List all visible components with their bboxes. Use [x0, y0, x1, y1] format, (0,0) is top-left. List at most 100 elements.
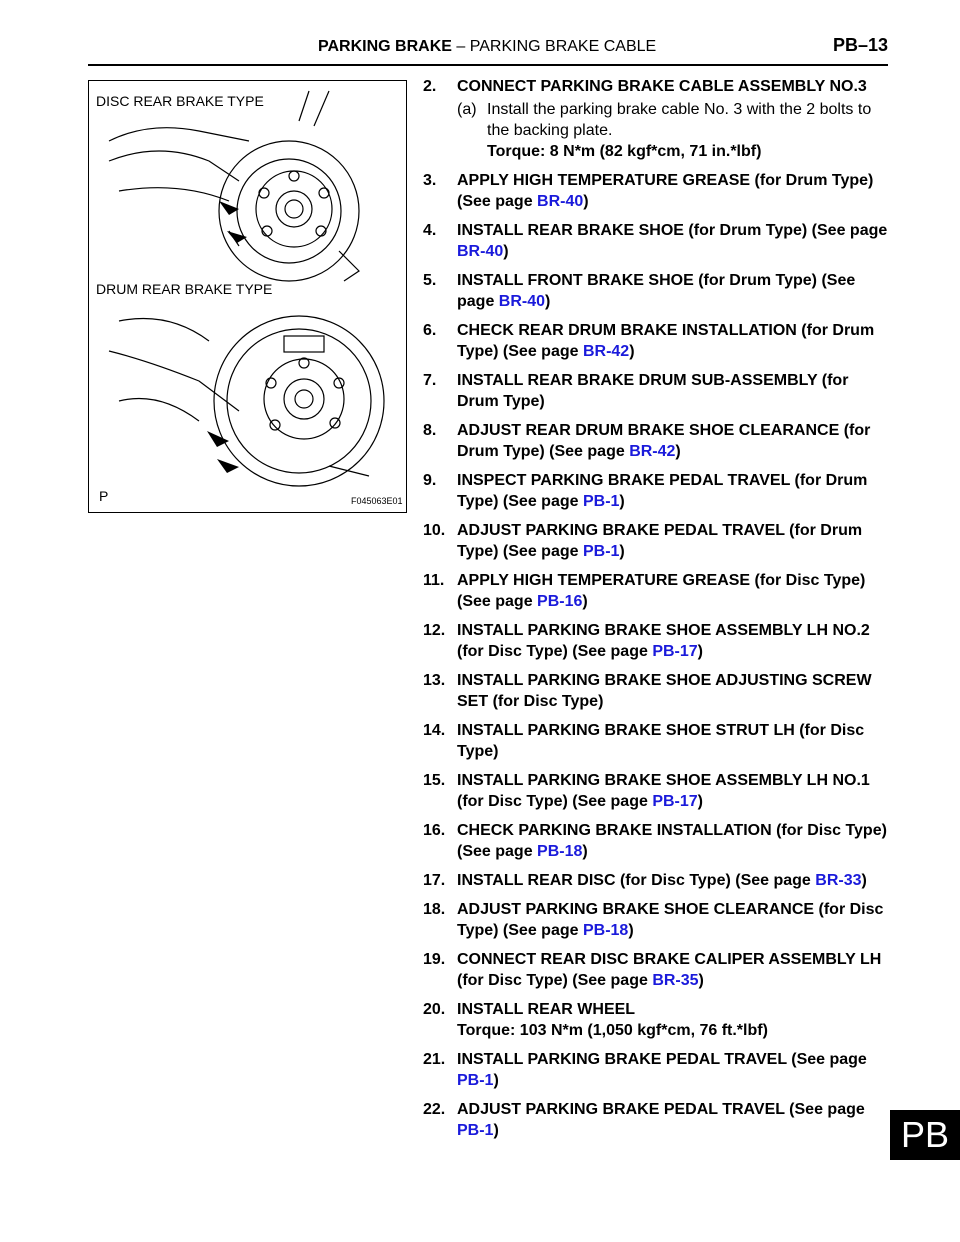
step-number: 8.	[423, 422, 437, 439]
page-link[interactable]: PB-1	[582, 493, 620, 510]
figure-corner-letter: P	[99, 488, 109, 504]
step-text: APPLY HIGH TEMPERATURE GREASE (for Disc …	[457, 572, 866, 610]
step-text: INSTALL REAR WHEEL	[457, 1001, 636, 1018]
step-number: 6.	[423, 322, 437, 339]
step-number: 11.	[423, 572, 445, 589]
page-link[interactable]: BR-40	[498, 293, 546, 310]
page-link[interactable]: PB-18	[537, 843, 583, 860]
header-title: PARKING BRAKE – PARKING BRAKE CABLE	[318, 38, 656, 56]
page-link[interactable]: BR-42	[629, 443, 676, 460]
step-suffix: )	[697, 793, 703, 810]
step-suffix: )	[861, 872, 867, 889]
step-suffix: )	[675, 443, 681, 460]
page-link[interactable]: BR-33	[815, 872, 862, 889]
step-suffix: )	[493, 1122, 499, 1139]
page-link[interactable]: PB-16	[537, 593, 583, 610]
step-7: 7. INSTALL REAR BRAKE DRUM SUB-ASSEMBLY (…	[423, 370, 893, 412]
step-9: 9. INSPECT PARKING BRAKE PEDAL TRAVEL (fo…	[423, 470, 893, 512]
step-20: 20. INSTALL REAR WHEEL Torque: 103 N*m (1,…	[423, 999, 893, 1041]
page-link[interactable]: PB-1	[582, 543, 620, 560]
step-suffix: )	[628, 922, 634, 939]
step-19: 19. CONNECT REAR DISC BRAKE CALIPER ASSEM…	[423, 949, 893, 991]
page-header: PARKING BRAKE – PARKING BRAKE CABLE PB–1…	[88, 30, 888, 66]
step-suffix: )	[619, 493, 625, 510]
step-text: INSTALL PARKING BRAKE SHOE ADJUSTING SCR…	[457, 672, 872, 710]
substep-number: (a)	[457, 101, 477, 118]
page-link[interactable]: BR-40	[457, 243, 504, 260]
step-6: 6. CHECK REAR DRUM BRAKE INSTALLATION (fo…	[423, 320, 893, 362]
step-text: CHECK PARKING BRAKE INSTALLATION (for Di…	[457, 822, 887, 860]
figure-code: F045063E01	[351, 496, 403, 506]
step-18: 18.ADJUST PARKING BRAKE SHOE CLEARANCE (…	[423, 899, 893, 941]
step-5: 5.INSTALL FRONT BRAKE SHOE (for Drum Typ…	[423, 270, 893, 312]
brake-illustration: DISC REAR BRAKE TYPE DRUM REAR BRAKE TYP…	[88, 80, 407, 513]
step-text: INSTALL PARKING BRAKE SHOE STRUT LH (for…	[457, 722, 865, 760]
torque-spec: Torque: 103 N*m (1,050 kgf*cm, 76 ft.*lb…	[457, 1022, 768, 1039]
step-number: 9.	[423, 472, 437, 489]
step-10: 10. ADJUST PARKING BRAKE PEDAL TRAVEL (fo…	[423, 520, 893, 562]
step-22: 22. ADJUST PARKING BRAKE PEDAL TRAVEL (Se…	[423, 1099, 893, 1141]
step-number: 14.	[423, 722, 446, 739]
step-text: INSTALL REAR BRAKE DRUM SUB-ASSEMBLY (fo…	[457, 372, 849, 410]
step-text: ADJUST PARKING BRAKE PEDAL TRAVEL (for D…	[457, 522, 863, 560]
step-number: 20.	[423, 1001, 446, 1018]
step-16: 16.CHECK PARKING BRAKE INSTALLATION (for…	[423, 820, 893, 862]
step-11: 11. APPLY HIGH TEMPERATURE GREASE (for Di…	[423, 570, 893, 612]
step-text: CHECK REAR DRUM BRAKE INSTALLATION (for …	[457, 322, 875, 360]
figure-label-drum: DRUM REAR BRAKE TYPE	[96, 281, 273, 297]
step-number: 7.	[423, 372, 437, 389]
step-4: 4. INSTALL REAR BRAKE SHOE (for Drum Type…	[423, 220, 893, 262]
step-suffix: )	[493, 1072, 499, 1089]
step-number: 2.	[423, 78, 437, 95]
page-link[interactable]: BR-42	[582, 343, 630, 360]
step-13: 13. INSTALL PARKING BRAKE SHOE ADJUSTING …	[423, 670, 893, 712]
torque-spec: Torque: 8 N*m (82 kgf*cm, 71 in.*lbf)	[487, 143, 762, 160]
header-subsection: PARKING BRAKE CABLE	[469, 38, 657, 55]
page-link[interactable]: PB-18	[582, 922, 629, 939]
step-number: 13.	[423, 672, 446, 689]
step-text: ADJUST PARKING BRAKE PEDAL TRAVEL (See p…	[457, 1101, 865, 1118]
step-number: 21.	[423, 1051, 446, 1068]
step-suffix: )	[582, 593, 588, 610]
step-number: 15.	[423, 772, 446, 789]
page-link[interactable]: PB-1	[457, 1122, 494, 1139]
step-text: INSTALL REAR BRAKE SHOE (for Drum Type) …	[457, 222, 888, 239]
step-suffix: )	[698, 972, 704, 989]
step-number: 18.	[423, 901, 446, 918]
step-number: 17.	[423, 872, 446, 889]
header-section: PARKING BRAKE	[318, 38, 452, 55]
step-suffix: )	[697, 643, 703, 660]
step-15: 15. INSTALL PARKING BRAKE SHOE ASSEMBLY L…	[423, 770, 893, 812]
substep-text: Install the parking brake cable No. 3 wi…	[487, 101, 872, 139]
step-text: INSTALL PARKING BRAKE SHOE ASSEMBLY LH N…	[457, 622, 870, 660]
section-tab: PB	[890, 1110, 960, 1160]
page-link[interactable]: BR-35	[652, 972, 699, 989]
step-number: 19.	[423, 951, 446, 968]
step-suffix: )	[583, 193, 589, 210]
step-text: CONNECT REAR DISC BRAKE CALIPER ASSEMBLY…	[457, 951, 882, 989]
step-number: 22.	[423, 1101, 446, 1118]
step-number: 4.	[423, 222, 437, 239]
substep-a: (a) Install the parking brake cable No. …	[457, 99, 893, 162]
step-3: 3.APPLY HIGH TEMPERATURE GREASE (for Dru…	[423, 170, 893, 212]
step-number: 12.	[423, 622, 446, 639]
step-suffix: )	[503, 243, 509, 260]
step-suffix: )	[629, 343, 635, 360]
page-number: PB–13	[832, 35, 888, 55]
step-text: ADJUST REAR DRUM BRAKE SHOE CLEARANCE (f…	[457, 422, 871, 460]
page-link[interactable]: PB-1	[457, 1072, 494, 1089]
step-text: INSTALL PARKING BRAKE PEDAL TRAVEL (See …	[457, 1051, 867, 1068]
page-link[interactable]: PB-17	[652, 643, 698, 660]
step-number: 10.	[423, 522, 446, 539]
step-14: 14. INSTALL PARKING BRAKE SHOE STRUT LH (…	[423, 720, 893, 762]
step-text: INSTALL PARKING BRAKE SHOE ASSEMBLY LH N…	[457, 772, 870, 810]
page-link[interactable]: BR-40	[537, 193, 584, 210]
header-separator: –	[456, 38, 466, 55]
brake-drawing	[108, 90, 385, 487]
step-text: INSPECT PARKING BRAKE PEDAL TRAVEL (for …	[457, 472, 868, 510]
step-21: 21. INSTALL PARKING BRAKE PEDAL TRAVEL (S…	[423, 1049, 893, 1091]
step-2: 2. CONNECT PARKING BRAKE CABLE ASSEMBLY …	[423, 76, 893, 162]
page-link[interactable]: PB-17	[652, 793, 698, 810]
procedure-steps: 2. CONNECT PARKING BRAKE CABLE ASSEMBLY …	[423, 76, 893, 1149]
step-suffix: )	[545, 293, 551, 310]
